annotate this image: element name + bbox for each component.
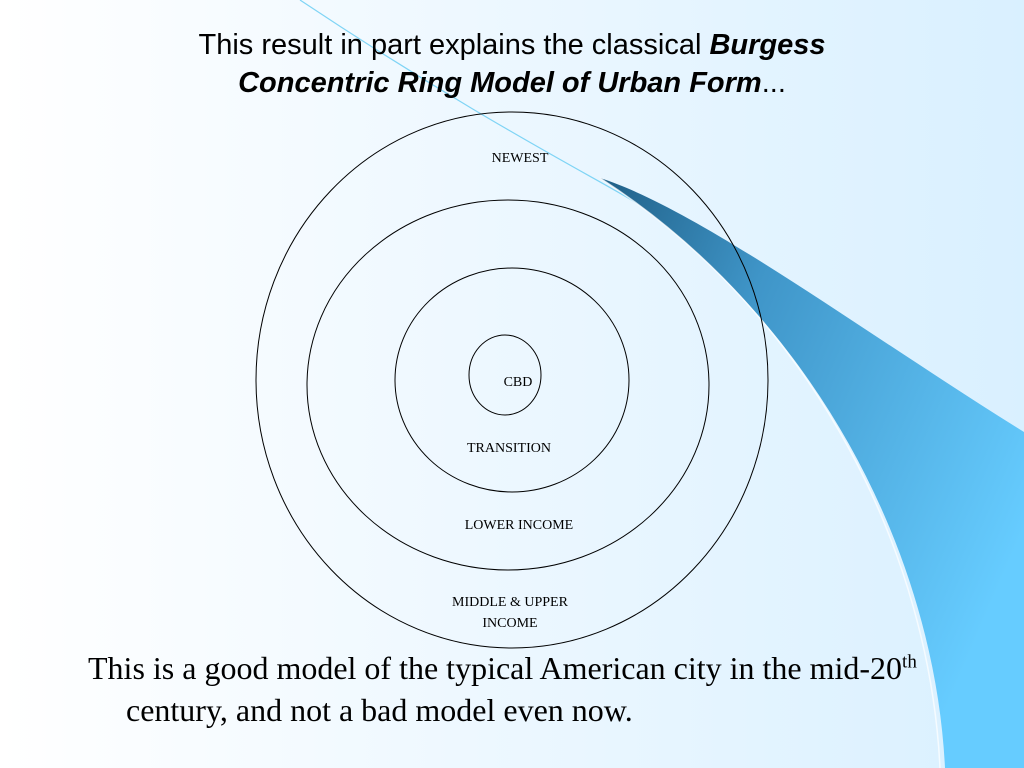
labels-group: CBD TRANSITION LOWER INCOME MIDDLE & UPPER I… bbox=[452, 151, 573, 631]
title-ellipsis: ... bbox=[761, 67, 786, 99]
body-paragraph: This is a good model of the typical Amer… bbox=[88, 647, 966, 731]
ring-label-line: MIDDLE & UPPER bbox=[452, 595, 569, 610]
body-text-sup: th bbox=[902, 651, 917, 673]
swoosh-band bbox=[600, 178, 1024, 768]
ring-2 bbox=[394, 267, 630, 493]
rings-group bbox=[255, 111, 769, 649]
title-emphasis-line1: Burgess bbox=[709, 29, 826, 61]
ring-label-line: NEWEST bbox=[492, 151, 549, 166]
ring-label-line: LOWER INCOME bbox=[465, 518, 574, 533]
swoosh-edge-line bbox=[599, 177, 941, 768]
ring-label-1: CBD bbox=[504, 375, 533, 390]
swoosh-curve-thin bbox=[299, 0, 641, 206]
ring-label-4: MIDDLE & UPPER INCOME bbox=[452, 595, 569, 631]
ring-4 bbox=[255, 111, 769, 649]
ring-label-5: NEWEST bbox=[492, 151, 549, 166]
ring-label-line: TRANSITION bbox=[467, 441, 551, 456]
title-emphasis-line2: Concentric Ring Model of Urban Form bbox=[238, 67, 762, 99]
ring-label-line: CBD bbox=[504, 375, 533, 390]
body-text-main: This is a good model of the typical Amer… bbox=[88, 650, 903, 686]
ring-label-2: TRANSITION bbox=[467, 441, 551, 456]
ring-label-3: LOWER INCOME bbox=[465, 518, 574, 533]
body-text-rest: century, and not a bad model even now. bbox=[126, 692, 633, 728]
ring-1 bbox=[468, 334, 542, 416]
ring-label-line: INCOME bbox=[482, 616, 537, 631]
title-plain: This result in part explains the classic… bbox=[198, 29, 710, 61]
ring-3 bbox=[306, 199, 710, 571]
slide-title: This result in part explains the classic… bbox=[90, 26, 934, 102]
